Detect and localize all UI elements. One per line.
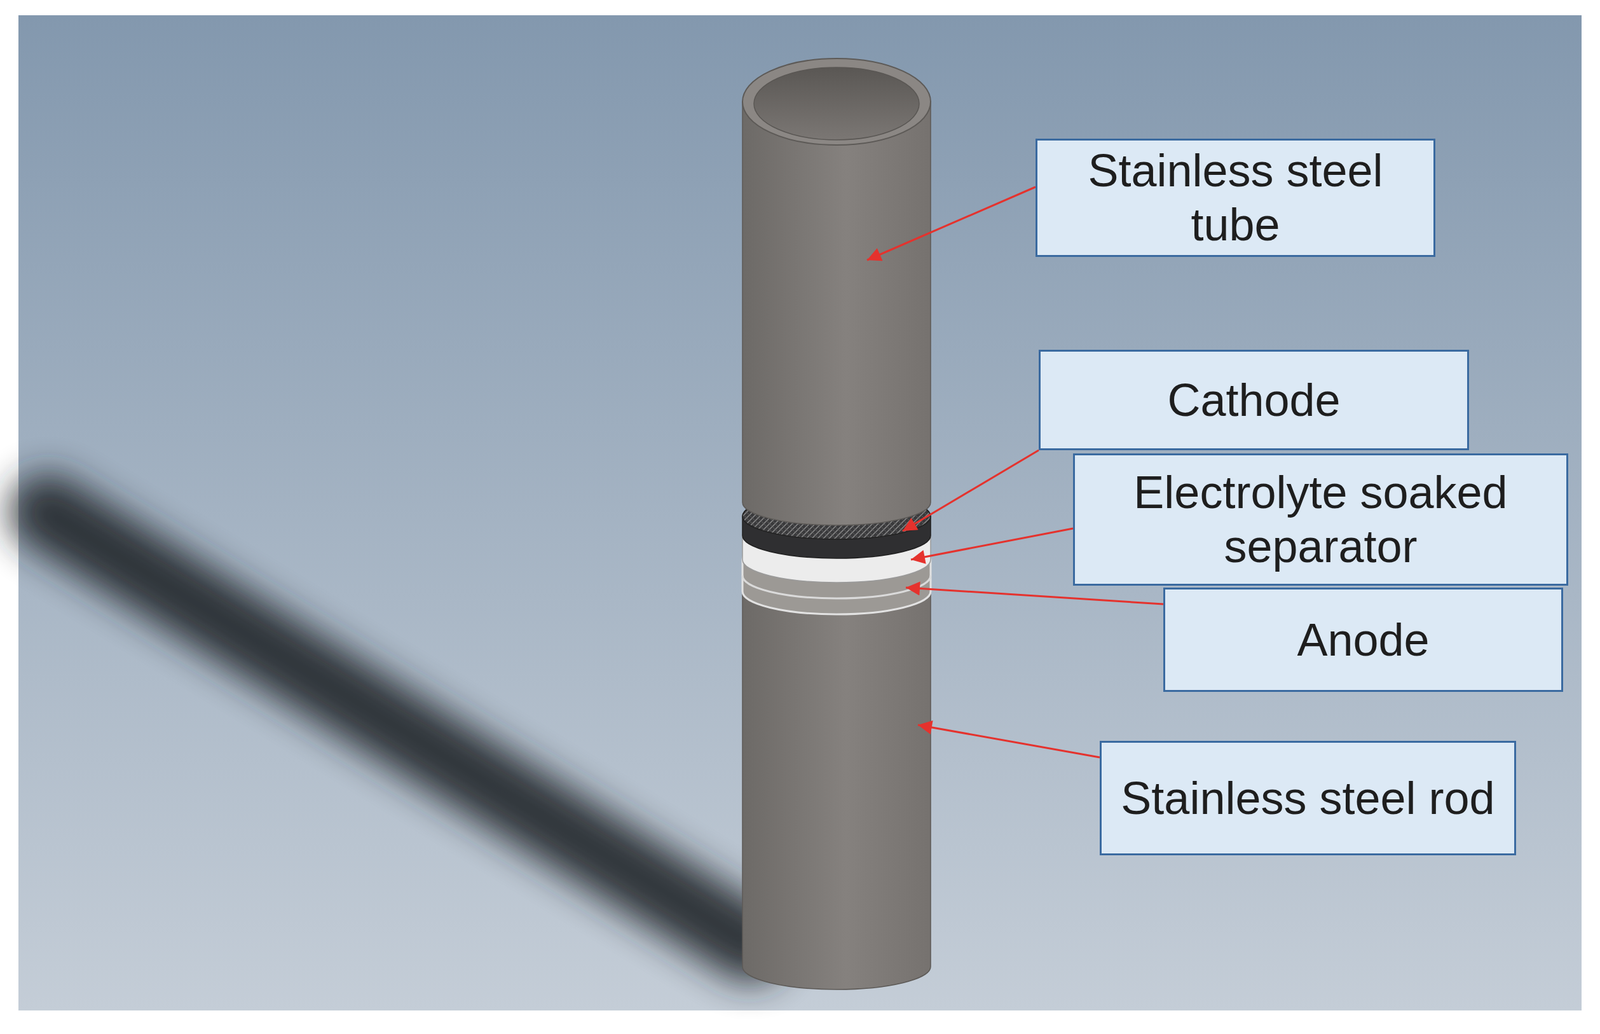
label-box: Anode <box>1163 587 1564 692</box>
tube-rim <box>742 58 931 145</box>
label-box: Cathode <box>1038 349 1470 451</box>
steel-rod <box>742 568 931 990</box>
label-box: Electrolyte soaked separator <box>1073 453 1569 586</box>
steel-tube <box>742 101 931 526</box>
leader-arrow <box>910 528 1074 560</box>
shadow <box>47 511 751 944</box>
label-box: Stainless steel rod <box>1099 740 1517 855</box>
tube-opening <box>753 67 920 140</box>
leader-arrow <box>917 724 1100 758</box>
leader-arrow <box>902 450 1039 531</box>
part-label: Cathode <box>1167 373 1341 428</box>
part-label: Stainless steel tube <box>1070 143 1402 252</box>
leader-arrow <box>905 587 1164 604</box>
backdrop <box>18 15 1582 1011</box>
part-label: Stainless steel rod <box>1120 771 1495 826</box>
leader-arrow <box>867 186 1036 260</box>
part-label: Anode <box>1296 612 1430 667</box>
label-box: Stainless steel tube <box>1035 138 1436 257</box>
part-label: Electrolyte soaked separator <box>1098 465 1544 574</box>
